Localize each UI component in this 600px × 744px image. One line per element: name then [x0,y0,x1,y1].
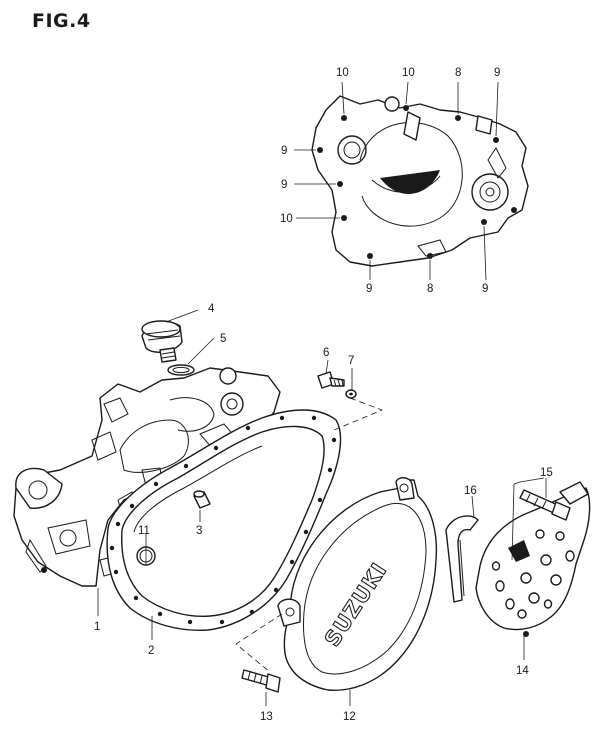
callout-15: 15 [540,467,553,479]
dowel-pin [193,490,211,509]
callout-11: 11 [138,525,150,537]
chain-guide-clamp [445,515,479,603]
callout-6: 6 [323,347,329,359]
callout-3: 3 [196,525,202,537]
callout-inset-9d: 9 [366,283,372,295]
callout-7: 7 [348,355,354,367]
crankcase [13,367,281,587]
callout-inset-10c: 10 [280,213,293,225]
callout-1: 1 [94,621,100,633]
bolt-15 [519,489,571,521]
magneto-cover: SUZUKI [277,477,438,691]
callout-inset-9b: 9 [281,145,287,157]
gasket [106,409,342,632]
callout-inset-8a: 8 [455,67,461,79]
leader-lines [97,309,547,706]
sprocket-cover [475,481,591,637]
callout-4: 4 [208,303,215,315]
callout-labels: 10 10 8 9 9 9 10 9 8 9 4 5 6 7 3 11 1 2 … [94,67,553,723]
callout-inset-9c: 9 [281,179,287,191]
callout-inset-9a: 9 [494,67,500,79]
inner-crankcase-view [311,95,529,267]
callout-13: 13 [260,711,273,723]
bolt-6 [317,371,345,389]
callout-12: 12 [343,711,356,723]
callout-5: 5 [220,333,226,345]
callout-inset-10a: 10 [336,67,349,79]
callout-inset-10b: 10 [402,67,415,79]
callout-inset-9e: 9 [482,283,488,295]
oil-filler-cap [141,320,183,363]
cap-o-ring [167,364,195,376]
bolt-13 [241,669,281,693]
callout-14: 14 [516,665,529,677]
washer-7 [345,389,357,399]
callout-16: 16 [464,485,477,497]
figure-title: FIG.4 [32,10,91,32]
gasket-bolt-holes [109,415,337,625]
callout-inset-8b: 8 [427,283,433,295]
inset-leader-lines [294,81,499,281]
sprocket-cover-vent-holes [491,529,575,619]
callout-2: 2 [148,645,154,657]
